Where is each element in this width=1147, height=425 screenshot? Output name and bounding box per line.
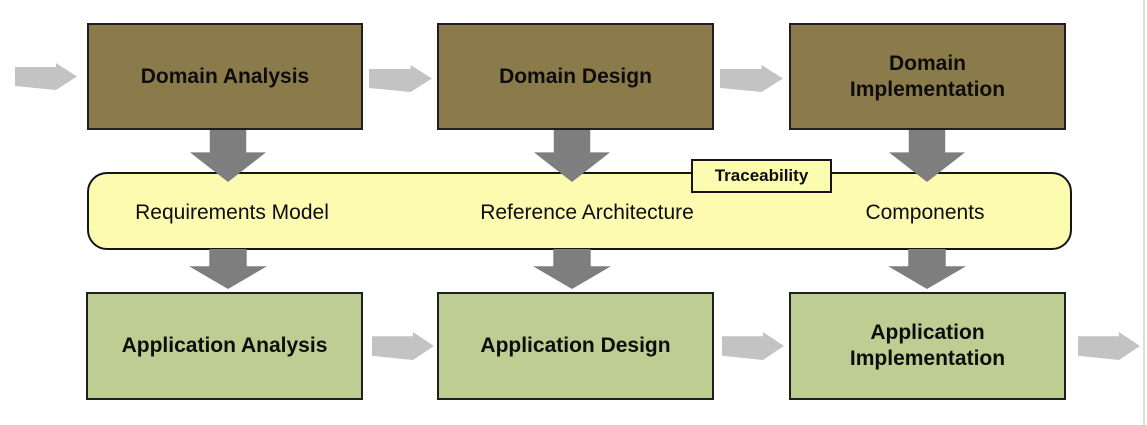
domain-design-label: Domain Design	[499, 64, 652, 88]
application-implementation-box: Application Implementation	[789, 292, 1066, 400]
application-design-box: Application Design	[437, 292, 714, 400]
arrow-right-application-analysis-to-design-icon	[372, 332, 434, 360]
domain-analysis-label: Domain Analysis	[140, 64, 310, 88]
arrow-right-domain-design-to-implementation-icon	[720, 65, 783, 92]
flow-in-top-arrow-icon	[15, 63, 77, 90]
traceability-tag: Traceability	[691, 159, 832, 193]
arrow-down-components-icon	[888, 249, 966, 289]
flow-out-bottom-arrow-icon	[1078, 332, 1140, 360]
application-design-label: Application Design	[480, 334, 671, 357]
domain-design-box: Domain Design	[437, 23, 714, 130]
traceability-tag-label: Traceability	[714, 166, 809, 185]
page-edge-line	[1143, 0, 1145, 425]
application-implementation-label: Application Implementation	[849, 321, 1006, 370]
domain-implementation-label: Domain Implementation	[849, 51, 1006, 101]
domain-analysis-box: Domain Analysis	[87, 23, 363, 130]
domain-implementation-box: Domain Implementation	[789, 23, 1066, 130]
requirements-model-label: Requirements Model	[135, 201, 329, 224]
application-analysis-label: Application Analysis	[121, 334, 328, 357]
arrow-right-domain-analysis-to-design-icon	[369, 65, 432, 92]
components-label: Components	[865, 201, 985, 224]
arrow-down-requirements-model-icon	[189, 249, 267, 289]
reference-architecture-label: Reference Architecture	[480, 201, 694, 224]
application-analysis-box: Application Analysis	[86, 292, 363, 400]
arrow-down-reference-architecture-icon	[533, 249, 611, 289]
arrow-right-application-design-to-implementation-icon	[722, 332, 784, 360]
